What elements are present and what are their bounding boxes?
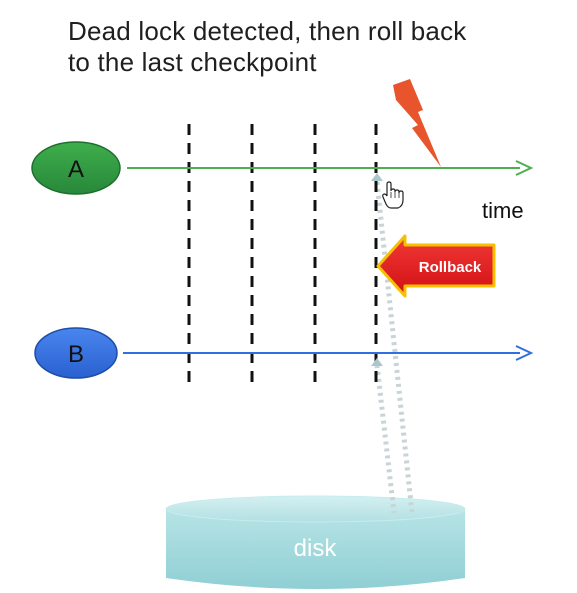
process-a: A [31, 141, 121, 195]
disk-top [165, 495, 466, 523]
rollback-label: Rollback [419, 259, 482, 276]
disk-label: disk [294, 535, 338, 562]
rollback-marker-b [371, 358, 383, 366]
slide-title: Dead lock detected, then roll back to th… [68, 16, 558, 78]
disk: disk [165, 495, 466, 589]
slide-title-line-1: Dead lock detected, then roll back [68, 16, 467, 46]
process-b: B [34, 327, 118, 379]
process-b-label: B [68, 341, 84, 368]
checkpoint-path-b [374, 364, 397, 514]
hand-cursor-icon [382, 181, 404, 209]
process-a-label: A [68, 156, 84, 183]
rollback-marker-a [371, 173, 383, 181]
timeline-a [127, 160, 534, 176]
timeline-b [123, 345, 534, 361]
time-axis-label: time [482, 198, 524, 223]
process-b-oval [34, 327, 118, 379]
slide-title-line-2: to the last checkpoint [68, 47, 317, 77]
process-a-oval [31, 141, 121, 195]
checkpoint-save-paths [374, 181, 415, 514]
timeline-b-arrowhead [515, 345, 534, 361]
lightning-icon [393, 79, 441, 167]
rollback-arrow-shape [376, 234, 496, 298]
disk-body [166, 509, 465, 589]
checkpoints [187, 124, 378, 384]
timeline-a-arrowhead [515, 160, 534, 176]
rollback-arrow: Rollback [376, 234, 496, 298]
checkpoint-path-a [374, 181, 415, 514]
